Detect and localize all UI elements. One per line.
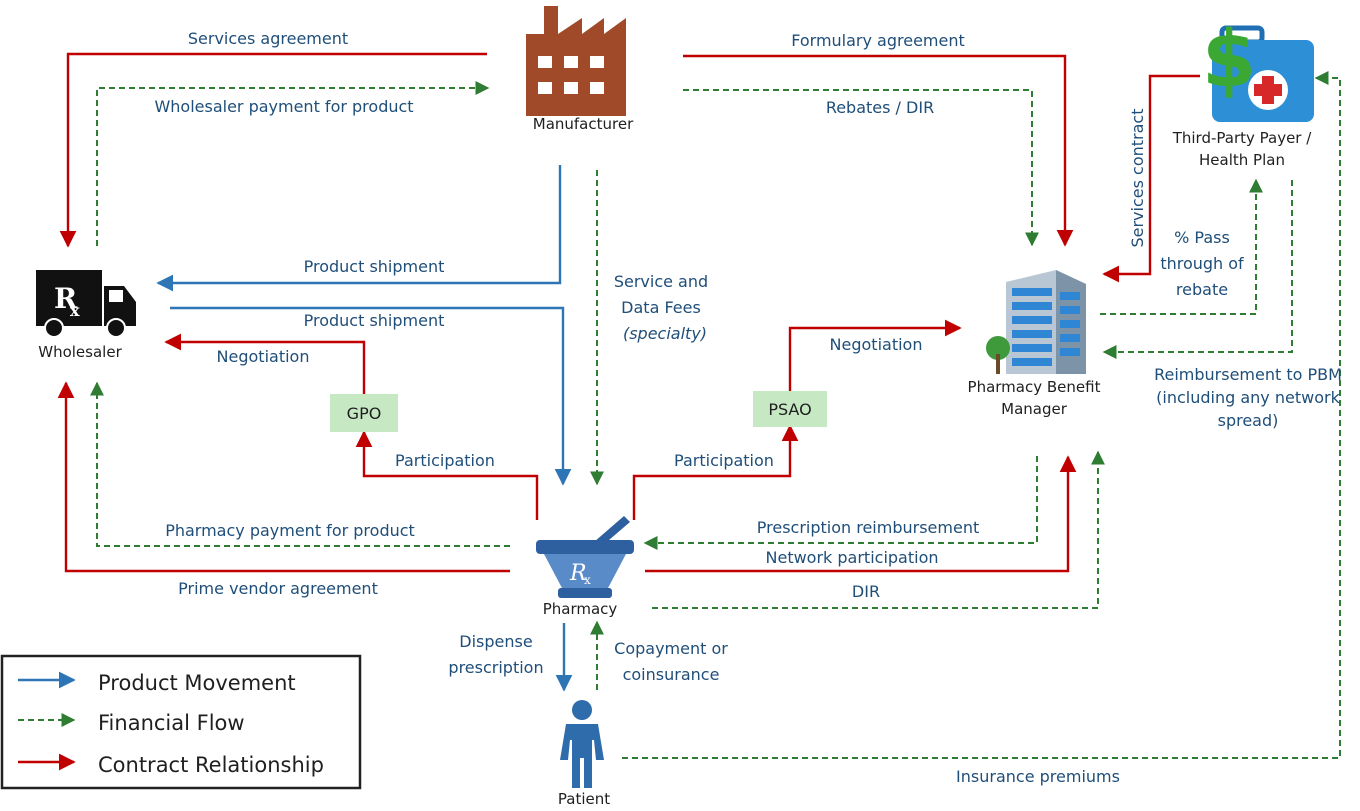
product-shipment-label-2: Product shipment <box>304 311 445 330</box>
psao-negotiation-arrow <box>788 319 962 391</box>
services-agreement-label: Services agreement <box>188 29 348 48</box>
svg-text:R: R <box>569 561 587 586</box>
legend-financial-label: Financial Flow <box>98 711 245 735</box>
gpo-negotiation-arrow <box>164 333 366 394</box>
pharmacy-payment-label: Pharmacy payment for product <box>165 521 415 540</box>
patient-label: Patient <box>558 790 610 808</box>
wholesaler-payment-arrow <box>96 81 490 246</box>
product-shipment-label-1: Product shipment <box>304 257 445 276</box>
wholesaler-payment-label: Wholesaler payment for product <box>154 97 413 116</box>
gpo-participation-arrow <box>355 430 539 520</box>
insurance-premiums-arrow <box>622 71 1341 759</box>
reimbursement-pbm-label-1: Reimbursement to PBM <box>1154 365 1342 384</box>
gpo-negotiation-label: Negotiation <box>217 347 310 366</box>
pbm-label-line1: Pharmacy Benefit <box>968 378 1101 396</box>
legend-product-label: Product Movement <box>98 671 296 695</box>
psao-box <box>753 391 827 427</box>
person-icon <box>560 700 604 788</box>
pbm-label-line2: Manager <box>1001 400 1068 418</box>
reimbursement-pbm-label-2: (including any network <box>1156 388 1340 407</box>
payer-label-line1: Third-Party Payer / <box>1172 129 1313 147</box>
office-building-icon <box>986 270 1086 374</box>
gpo-box <box>330 394 398 432</box>
rx-truck-icon: R x <box>36 270 136 338</box>
reimbursement-pbm-label-3: spread) <box>1218 411 1279 430</box>
psao-negotiation-label: Negotiation <box>830 335 923 354</box>
service-fees-label-2: Data Fees <box>621 298 701 317</box>
network-participation-label: Network participation <box>766 548 939 567</box>
legend: Product Movement Financial Flow Contract… <box>0 654 362 790</box>
svg-text:R: R <box>54 282 78 315</box>
svg-text:$: $ <box>1202 15 1256 105</box>
dir-label: DIR <box>852 582 880 601</box>
rebates-dir-label: Rebates / DIR <box>826 98 934 117</box>
copay-label-1: Copayment or <box>614 639 728 658</box>
product-shipment-arrow-1 <box>156 165 562 292</box>
mortar-pestle-icon: R x <box>536 516 634 598</box>
insurance-premiums-label: Insurance premiums <box>956 767 1120 786</box>
dir-arrow <box>652 450 1105 609</box>
gpo-label: GPO <box>347 404 382 423</box>
formulary-agreement-arrow <box>683 54 1074 247</box>
legend-contract-label: Contract Relationship <box>98 753 324 777</box>
dispense-label-1: Dispense <box>459 632 532 651</box>
prescription-reimbursement-label: Prescription reimbursement <box>757 518 979 537</box>
pass-through-label-2: through of <box>1160 254 1244 273</box>
rebates-dir-arrow <box>683 89 1039 247</box>
wholesaler-label: Wholesaler <box>38 343 122 361</box>
prime-vendor-agreement-arrow <box>57 381 510 573</box>
service-fees-label-1: Service and <box>614 272 708 291</box>
network-participation-arrow <box>645 455 1077 573</box>
pass-through-label-1: % Pass <box>1174 228 1230 247</box>
dispense-label-2: prescription <box>448 658 543 677</box>
product-shipment-arrow-2 <box>170 306 572 486</box>
formulary-agreement-label: Formulary agreement <box>791 31 965 50</box>
copay-label-2: coinsurance <box>623 665 720 684</box>
manufacturer-label: Manufacturer <box>533 115 634 133</box>
services-contract-arrow <box>1102 74 1200 283</box>
psao-participation-label: Participation <box>674 451 774 470</box>
payer-label-line2: Health Plan <box>1199 151 1285 169</box>
pharmacy-label: Pharmacy <box>543 600 618 618</box>
factory-icon <box>526 6 626 116</box>
pass-through-label-3: rebate <box>1176 280 1228 299</box>
psao-participation-arrow <box>632 424 799 520</box>
reimbursement-to-pbm-arrow <box>1102 180 1293 359</box>
service-fees-label-3: (specialty) <box>623 324 707 343</box>
svg-text:x: x <box>70 301 80 320</box>
gpo-participation-label: Participation <box>395 451 495 470</box>
services-agreement-arrow <box>59 52 487 248</box>
medical-bag-dollar-icon: $ <box>1202 15 1314 122</box>
svg-text:x: x <box>584 573 591 587</box>
pass-through-rebate-arrow <box>1100 178 1263 315</box>
services-contract-label: Services contract <box>1128 108 1147 247</box>
pharmacy-payment-arrow <box>90 381 510 547</box>
psao-label: PSAO <box>768 400 811 419</box>
prime-vendor-label: Prime vendor agreement <box>178 579 378 598</box>
